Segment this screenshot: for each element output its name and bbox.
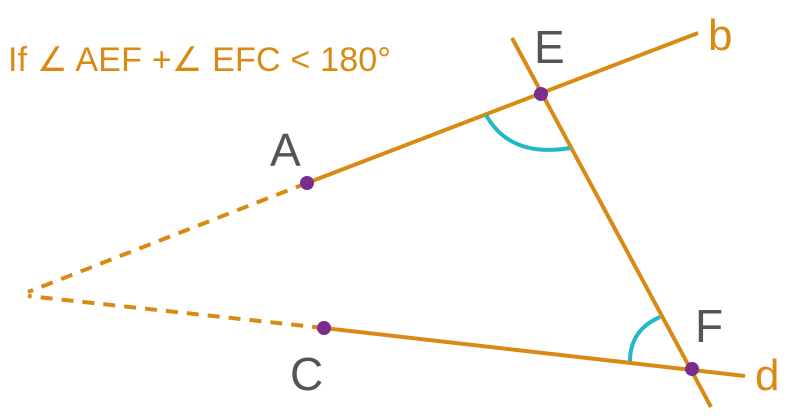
angle-efc-arc [628,315,661,362]
line-ab [306,31,699,185]
caption-text: If ∠ AEF +∠ EFC < 180° [8,41,392,79]
line-label-b: b [708,11,732,60]
point-f-dot [685,362,699,376]
line-cd [323,326,746,378]
point-e-dot [534,87,548,101]
angle-aef-arc [484,114,571,152]
point-label-c: C [290,348,323,400]
line-cd-dashed-extension [27,294,325,330]
line-label-d: d [755,351,779,400]
point-a-dot [300,176,314,190]
line-ab-dashed-extension [27,181,308,294]
point-c-dot [317,321,331,335]
point-label-e: E [534,21,565,73]
point-label-a: A [270,124,301,176]
point-label-f: F [695,300,723,352]
